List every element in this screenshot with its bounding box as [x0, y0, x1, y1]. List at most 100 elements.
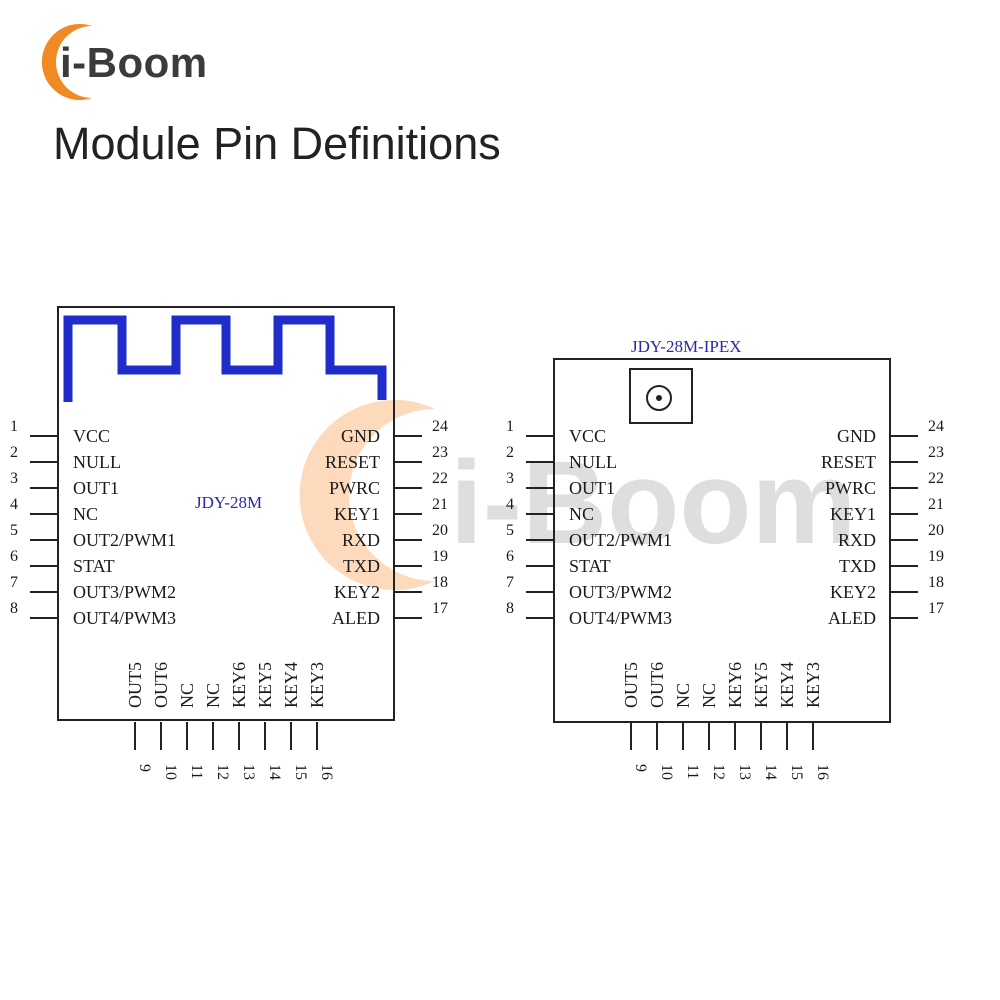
pin-number: 21: [432, 496, 448, 513]
pin-label: KEY4: [281, 662, 301, 708]
pin-label: NULL: [73, 452, 121, 472]
module-name: JDY-28M: [195, 493, 262, 512]
pin-number: 1: [10, 418, 18, 435]
pin-label: OUT6: [647, 662, 667, 708]
pin-number: 13: [240, 764, 257, 780]
pin-number: 13: [736, 764, 753, 780]
pin-label: RXD: [838, 530, 876, 550]
pin-number: 3: [10, 470, 18, 487]
pin-number: 20: [432, 522, 448, 539]
pin-label: ALED: [828, 608, 876, 628]
pin-number: 10: [162, 764, 179, 780]
pin-label: PWRC: [329, 478, 380, 498]
pin-label: OUT4/PWM3: [73, 608, 176, 628]
pin-label: KEY6: [725, 662, 745, 708]
pin-number: 9: [632, 764, 649, 772]
pin-label: OUT1: [73, 478, 119, 498]
pin-label: KEY3: [803, 662, 823, 708]
pin-number: 17: [928, 600, 944, 617]
pin-number: 16: [318, 764, 335, 780]
page-title: Module Pin Definitions: [53, 118, 501, 169]
pin-number: 6: [10, 548, 18, 565]
pin-label: NC: [73, 504, 98, 524]
brand-name: i-Boom: [60, 39, 208, 86]
pin-number: 15: [788, 764, 805, 780]
pin-label: NC: [699, 683, 719, 708]
pin-number: 21: [928, 496, 944, 513]
pin-label: OUT3/PWM2: [73, 582, 176, 602]
pin-label: GND: [837, 426, 876, 446]
pin-number: 6: [506, 548, 514, 565]
pin-number: 12: [214, 764, 231, 780]
pin-label: KEY1: [334, 504, 380, 524]
pin-number: 24: [928, 418, 944, 435]
pin-number: 5: [506, 522, 514, 539]
brand-arc-icon: [41, 24, 92, 101]
pin-number: 11: [684, 764, 701, 779]
pin-number: 3: [506, 470, 514, 487]
pin-label: OUT4/PWM3: [569, 608, 672, 628]
pin-label: OUT2/PWM1: [73, 530, 176, 550]
pin-number: 10: [658, 764, 675, 780]
pin-number: 18: [432, 574, 448, 591]
pin-label: KEY2: [830, 582, 876, 602]
antenna-trace: [63, 315, 387, 402]
pin-label: RXD: [342, 530, 380, 550]
pin-number: 7: [506, 574, 514, 591]
pin-number: 20: [928, 522, 944, 539]
pin-label: KEY6: [229, 662, 249, 708]
pin-number: 17: [432, 600, 448, 617]
pin-number: 18: [928, 574, 944, 591]
pin-label: OUT5: [621, 662, 641, 708]
pin-label: STAT: [73, 556, 115, 576]
pin-label: TXD: [343, 556, 380, 576]
pin-label: RESET: [821, 452, 876, 472]
pin-number: 8: [506, 600, 514, 617]
pin-number: 2: [10, 444, 18, 461]
pin-number: 19: [432, 548, 448, 565]
pin-number: 2: [506, 444, 514, 461]
pin-label: KEY3: [307, 662, 327, 708]
pin-number: 5: [10, 522, 18, 539]
pin-number: 8: [10, 600, 18, 617]
pin-number: 12: [710, 764, 727, 780]
pin-number: 4: [506, 496, 514, 513]
ipex-connector-icon: [629, 368, 693, 424]
pin-number: 23: [928, 444, 944, 461]
pin-label: OUT3/PWM2: [569, 582, 672, 602]
pin-label: PWRC: [825, 478, 876, 498]
pin-label: VCC: [73, 426, 110, 446]
pin-label: KEY1: [830, 504, 876, 524]
pin-label: OUT1: [569, 478, 615, 498]
pin-label: NC: [673, 683, 693, 708]
pin-number: 15: [292, 764, 309, 780]
pin-number: 22: [432, 470, 448, 487]
pin-label: NC: [203, 683, 223, 708]
pin-number: 4: [10, 496, 18, 513]
pin-label: KEY2: [334, 582, 380, 602]
pin-number: 16: [814, 764, 831, 780]
pin-label: RESET: [325, 452, 380, 472]
pin-label: NC: [177, 683, 197, 708]
pin-label: OUT6: [151, 662, 171, 708]
pin-label: TXD: [839, 556, 876, 576]
pin-label: ALED: [332, 608, 380, 628]
pin-number: 9: [136, 764, 153, 772]
pin-number: 19: [928, 548, 944, 565]
pin-label: KEY5: [255, 662, 275, 708]
pin-number: 7: [10, 574, 18, 591]
pin-number: 14: [266, 764, 283, 780]
pin-number: 23: [432, 444, 448, 461]
pin-label: STAT: [569, 556, 611, 576]
pin-label: GND: [341, 426, 380, 446]
pin-number: 22: [928, 470, 944, 487]
pin-label: KEY4: [777, 662, 797, 708]
module-name: JDY-28M-IPEX: [631, 337, 742, 356]
pin-number: 11: [188, 764, 205, 779]
pin-label: NULL: [569, 452, 617, 472]
pin-label: VCC: [569, 426, 606, 446]
